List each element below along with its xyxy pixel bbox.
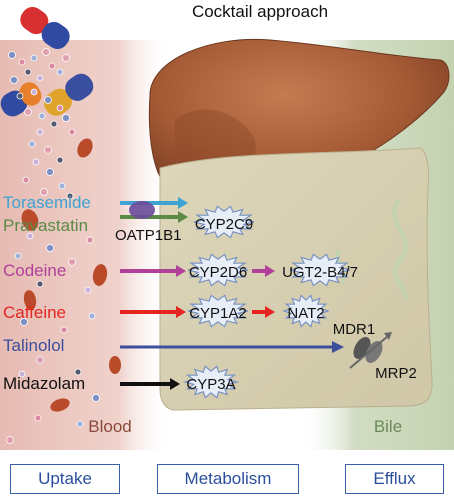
drug-pellet <box>34 414 42 422</box>
drug-pellet <box>26 232 34 240</box>
enzyme-label-cyp3a: CYP3A <box>186 376 235 393</box>
codeine-arrow <box>120 265 186 277</box>
drug-pellet <box>62 54 70 62</box>
drug-label-midazolam: Midazolam <box>3 374 85 393</box>
figure-title: Cocktail approach <box>192 2 328 21</box>
drug-pellet <box>56 68 64 76</box>
drug-pellet <box>68 258 76 266</box>
drug-pellet <box>36 128 44 136</box>
drug-pellet <box>50 120 58 128</box>
transporter-label-mrp2: MRP2 <box>375 365 417 382</box>
drug-pellet <box>56 104 64 112</box>
drug-pellet <box>46 244 54 252</box>
drug-pellet <box>62 114 70 122</box>
drug-pellets <box>6 48 100 444</box>
compartment-label-bile: Bile <box>374 417 402 436</box>
drug-label-talinolol: Talinolol <box>3 336 64 355</box>
enzyme-label-cyp1a2: CYP1A2 <box>189 305 247 322</box>
drug-pellet <box>36 74 44 82</box>
drug-pellet <box>44 146 52 154</box>
drug-pellet <box>60 326 68 334</box>
drug-pellet <box>24 68 32 76</box>
enzyme-starbursts <box>182 205 351 399</box>
drug-pellet <box>66 192 74 200</box>
codeine-metabolite-arrow <box>252 265 275 277</box>
drug-pellet <box>76 420 84 428</box>
drug-pellet <box>18 58 26 66</box>
enzyme-starburst <box>187 253 249 287</box>
drug-pellet <box>46 168 54 176</box>
uptake-label: Uptake <box>38 469 92 488</box>
drug-pellet <box>10 76 18 84</box>
enzyme-label-ugt2b4-7: UGT2-B4/7 <box>282 264 358 281</box>
drug-pellet <box>18 370 26 378</box>
bile-canaliculus <box>391 198 409 302</box>
drug-label-torasemide: Torasemide <box>3 193 91 212</box>
enzyme-label-cyp2c9: CYP2C9 <box>195 216 253 233</box>
drug-pellet <box>84 286 92 294</box>
transporter-label-oatp1b1: OATP1B1 <box>115 227 181 244</box>
compartment-label-blood: Blood <box>88 417 131 436</box>
enzyme-label-nat2: NAT2 <box>287 305 324 322</box>
drug-pellet <box>36 280 44 288</box>
drug-pellet <box>42 48 50 56</box>
drug-pellet <box>16 92 24 100</box>
drug-label-pravastatin: Pravastatin <box>3 216 88 235</box>
capsule-blue-orange <box>0 82 42 117</box>
midazolam-arrow <box>120 378 180 390</box>
talinolol-arrow <box>120 341 344 353</box>
capsule-blue-yellow <box>43 73 94 116</box>
drug-pellet <box>88 312 96 320</box>
efflux-label: Efflux <box>373 469 416 488</box>
caffeine-arrow <box>120 306 186 318</box>
drug-pellet <box>86 236 94 244</box>
caffeine-metabolite-arrow <box>252 306 275 318</box>
uptake-box: Uptake <box>10 464 120 494</box>
drug-label-codeine: Codeine <box>3 261 66 280</box>
enzyme-label-cyp2d6: CYP2D6 <box>189 264 247 281</box>
drug-pellet <box>6 436 14 444</box>
drug-pellet <box>68 128 76 136</box>
enzyme-starburst <box>282 294 330 328</box>
drug-pellet <box>8 51 16 59</box>
drug-pellet <box>44 96 52 104</box>
drug-pellet <box>58 182 66 190</box>
red-blood-cells <box>21 138 121 412</box>
metabolism-box: Metabolism <box>157 464 299 494</box>
drug-pellet <box>40 188 48 196</box>
drug-pellet <box>24 108 32 116</box>
drug-pellet <box>48 62 56 70</box>
drug-pellet <box>30 54 38 62</box>
drug-pellet <box>22 176 30 184</box>
drug-pellet <box>74 368 82 376</box>
capsule-red-blue <box>20 7 70 49</box>
enzyme-starburst <box>182 365 240 399</box>
drug-pellet <box>28 140 36 148</box>
enzyme-starburst <box>187 294 249 328</box>
enzyme-starburst <box>193 205 255 239</box>
drug-pellet <box>20 318 28 326</box>
drug-pellet <box>36 356 44 364</box>
drug-pellet <box>14 252 22 260</box>
enzyme-starburst <box>289 253 351 287</box>
drug-pellet <box>38 112 46 120</box>
drug-pellet <box>32 158 40 166</box>
oatp1b1-transporter-icon <box>129 201 155 219</box>
drug-pellet <box>92 394 100 402</box>
efflux-transporter-icon <box>349 332 392 369</box>
efflux-box: Efflux <box>345 464 444 494</box>
transporter-label-mdr1: MDR1 <box>333 321 376 338</box>
drug-pellet <box>30 88 38 96</box>
drug-label-caffeine: Caffeine <box>3 303 66 322</box>
drug-pellet <box>56 156 64 164</box>
metabolism-label: Metabolism <box>184 469 272 488</box>
